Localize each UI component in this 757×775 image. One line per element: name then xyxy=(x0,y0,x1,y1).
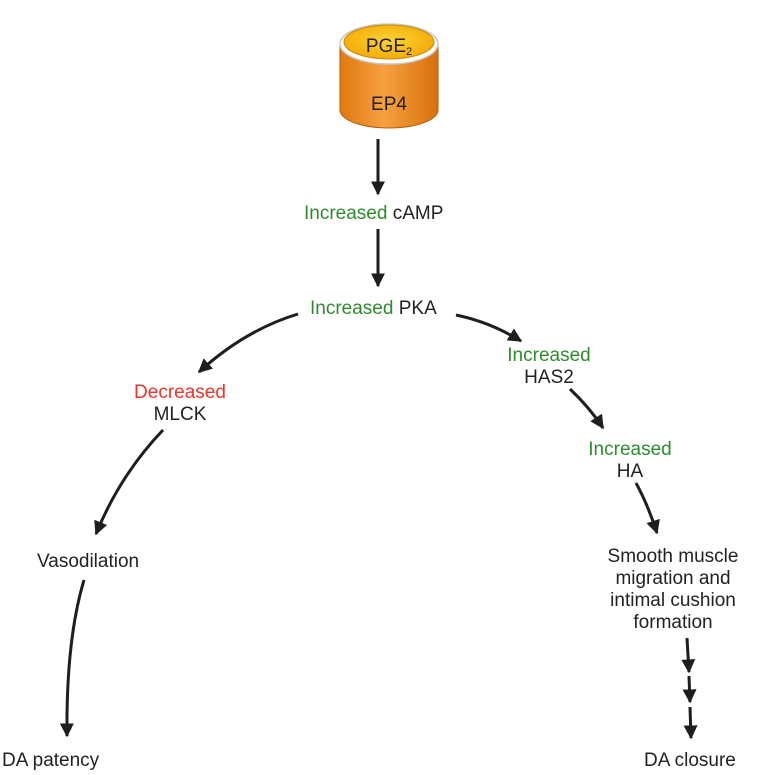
pge2-label: PGE2 xyxy=(340,36,438,63)
da-closure-node: DA closure xyxy=(644,750,736,771)
pka-node: Increased PKA xyxy=(310,298,437,320)
smooth-muscle-line-2: migration and xyxy=(615,568,731,589)
ha-name: HA xyxy=(616,461,644,482)
pka-name: PKA xyxy=(398,298,437,319)
mlck-node: Decreased MLCK xyxy=(110,382,250,426)
arrow-vasodilation-to-da-patency xyxy=(59,579,86,738)
arrow-pka-to-has2 xyxy=(455,313,523,343)
camp-modifier: Increased xyxy=(304,203,388,224)
camp-node: Increased cAMP xyxy=(304,203,443,225)
ep4-receptor-cylinder xyxy=(339,23,439,129)
arrow-mlck-to-vasodilation xyxy=(94,428,165,536)
has2-modifier: Increased xyxy=(507,345,591,366)
smooth-muscle-node: Smooth muscle migration and intimal cush… xyxy=(588,546,757,634)
smooth-muscle-line-4: formation xyxy=(633,612,713,633)
smooth-muscle-line-3: intimal cushion xyxy=(610,590,736,611)
ha-node: Increased HA xyxy=(560,439,700,483)
smooth-muscle-line-1: Smooth muscle xyxy=(607,546,739,567)
mlck-modifier: Decreased xyxy=(134,382,226,403)
mlck-name: MLCK xyxy=(153,404,207,425)
arrow-has2-to-ha xyxy=(568,387,605,430)
camp-name: cAMP xyxy=(392,203,444,224)
arrow-ha-to-smooth-muscle xyxy=(634,482,660,535)
arrow-step-1-to-step-2 xyxy=(682,675,697,704)
da-patency-node: DA patency xyxy=(2,750,100,771)
arrow-smooth-muscle-to-step-1 xyxy=(681,637,696,674)
ha-modifier: Increased xyxy=(588,439,672,460)
pge2-base: PGE xyxy=(365,36,406,57)
has2-node: Increased HAS2 xyxy=(479,345,619,389)
pka-modifier: Increased xyxy=(310,298,394,319)
arrow-pka-to-mlck xyxy=(197,312,299,374)
pge2-subscript: 2 xyxy=(406,46,413,58)
arrow-step-2-to-da-closure xyxy=(683,706,698,740)
has2-name: HAS2 xyxy=(524,367,574,388)
ep4-label: EP4 xyxy=(371,94,407,115)
vasodilation-node: Vasodilation xyxy=(37,551,140,572)
